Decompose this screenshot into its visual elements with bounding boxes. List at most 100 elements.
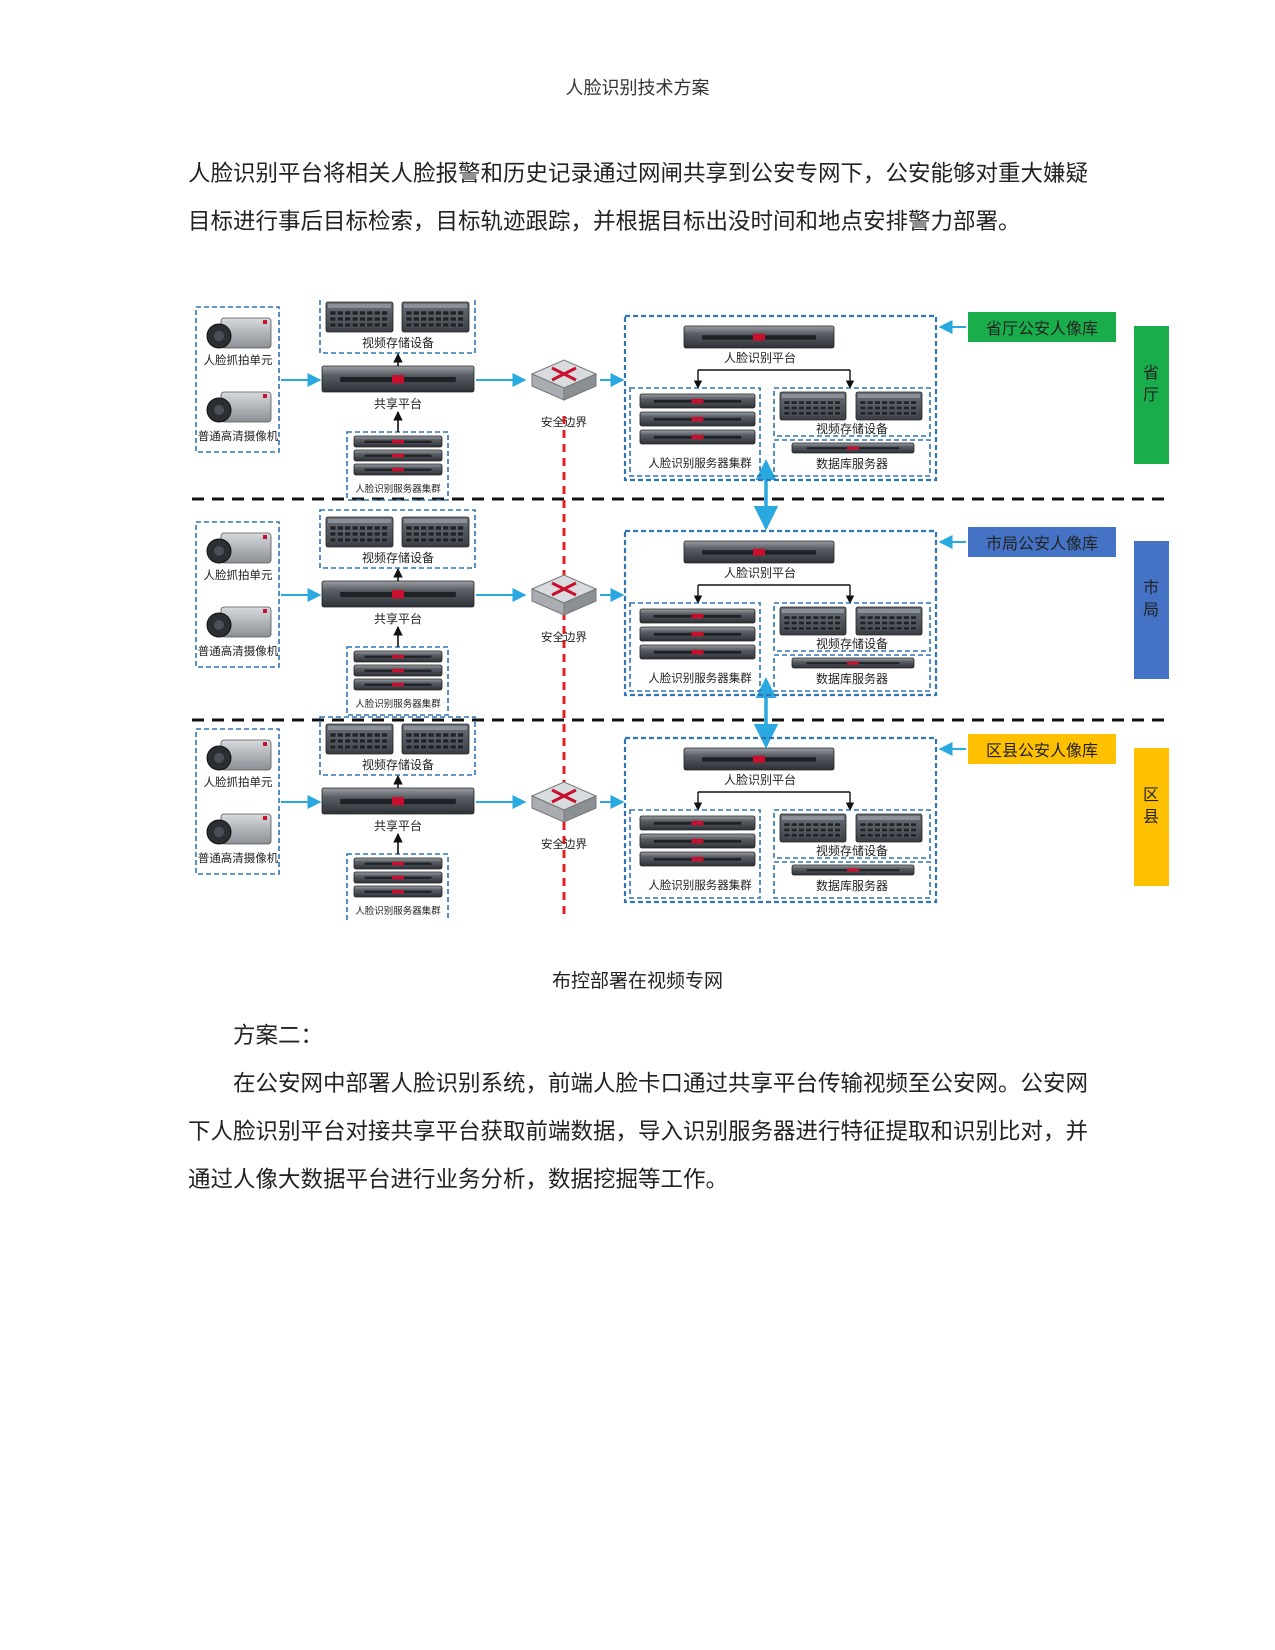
portrait-db-badge: [968, 527, 1116, 557]
firewall-icon: [530, 574, 598, 616]
storage-array-icon: [325, 516, 394, 548]
firewall-icon: [530, 359, 598, 401]
storage-label: 视频存储设备: [362, 757, 434, 772]
storage-array-icon: [855, 391, 923, 421]
share-platform-rack: [321, 787, 475, 815]
camera-icon: [206, 532, 272, 564]
storage-array-icon: [779, 391, 847, 421]
right-storage-box: [773, 809, 931, 859]
server-rack-icon: [639, 411, 756, 427]
right-storage-label: 视频存储设备: [816, 636, 888, 651]
database-label: 数据库服务器: [816, 878, 888, 893]
platform-label: 人脸识别平台: [724, 350, 796, 365]
camera-icon: [206, 739, 272, 771]
server-rack-icon: [639, 393, 756, 409]
tier-side-bar: [1134, 541, 1169, 679]
boundary-label: 安全边界: [541, 630, 587, 644]
tier-3: 人脸抓拍单元普通高清摄像机视频存储设备共享平台人脸识别服务器集群安全边界人脸识别…: [195, 716, 1169, 920]
storage-array-icon: [779, 813, 847, 843]
tier-1: 人脸抓拍单元普通高清摄像机视频存储设备共享平台人脸识别服务器集群安全边界人脸识别…: [195, 300, 1169, 501]
platform-group-box: [623, 314, 938, 482]
server-rack-icon: [353, 435, 443, 448]
platform-group-box: [623, 736, 938, 904]
cluster-label: 人脸识别服务器集群: [355, 483, 441, 495]
storage-array-icon: [855, 606, 923, 636]
portrait-db-label: 市局公安人像库: [986, 534, 1098, 553]
right-cluster-label: 人脸识别服务器集群: [648, 878, 752, 892]
cluster-label: 人脸识别服务器集群: [355, 905, 441, 917]
storage-box: [319, 300, 476, 354]
camera-2-label: 普通高清摄像机: [198, 644, 279, 658]
portrait-db-badge: [968, 312, 1116, 342]
camera-icon: [206, 813, 272, 845]
database-server-rack: [791, 442, 915, 454]
boundary-label: 安全边界: [541, 837, 587, 851]
server-rack-icon: [639, 626, 756, 642]
storage-array-icon: [779, 606, 847, 636]
tier-side-label-1: 区: [1143, 785, 1159, 804]
camera-group-box: [195, 728, 280, 875]
recognition-platform-rack: [683, 540, 835, 564]
firewall-icon: [530, 781, 598, 823]
right-cluster-label: 人脸识别服务器集群: [648, 456, 752, 470]
server-rack-icon: [353, 449, 443, 462]
tier-side-bar: [1134, 326, 1169, 464]
database-server-rack: [791, 864, 915, 876]
camera-1-label: 人脸抓拍单元: [204, 568, 273, 582]
deployment-diagram: 人脸抓拍单元普通高清摄像机视频存储设备共享平台人脸识别服务器集群安全边界人脸识别…: [192, 300, 1172, 920]
server-rack-icon: [639, 608, 756, 624]
portrait-db-badge: [968, 734, 1116, 764]
storage-array-icon: [325, 301, 394, 333]
tier-side-label-2: 厅: [1143, 385, 1159, 404]
page-header: 人脸识别技术方案: [565, 78, 710, 99]
storage-array-icon: [325, 723, 394, 755]
storage-array-icon: [401, 516, 470, 548]
share-platform-label: 共享平台: [374, 818, 422, 833]
storage-array-icon: [855, 813, 923, 843]
recognition-platform-rack: [683, 325, 835, 349]
server-rack-icon: [353, 885, 443, 898]
database-server-rack: [791, 657, 915, 669]
camera-2-label: 普通高清摄像机: [198, 851, 279, 865]
cluster-label: 人脸识别服务器集群: [355, 698, 441, 710]
right-storage-box: [773, 602, 931, 652]
recognition-platform-rack: [683, 747, 835, 771]
camera-icon: [206, 391, 272, 423]
server-rack-icon: [353, 650, 443, 663]
storage-label: 视频存储设备: [362, 550, 434, 565]
camera-1-label: 人脸抓拍单元: [204, 353, 273, 367]
portrait-db-label: 省厅公安人像库: [986, 319, 1098, 338]
server-rack-icon: [639, 851, 756, 867]
storage-label: 视频存储设备: [362, 335, 434, 350]
share-platform-label: 共享平台: [374, 396, 422, 411]
storage-box: [319, 716, 476, 776]
camera-icon: [206, 317, 272, 349]
camera-group-box: [195, 306, 280, 453]
storage-array-icon: [401, 301, 470, 333]
boundary-label: 安全边界: [541, 415, 587, 429]
tier-side-bar: [1134, 748, 1169, 886]
tier-side-label-2: 局: [1143, 600, 1159, 619]
tier-2: 人脸抓拍单元普通高清摄像机视频存储设备共享平台人脸识别服务器集群安全边界人脸识别…: [195, 509, 1169, 716]
database-label: 数据库服务器: [816, 671, 888, 686]
right-storage-box: [773, 387, 931, 437]
storage-array-icon: [401, 723, 470, 755]
server-rack-icon: [353, 857, 443, 870]
platform-label: 人脸识别平台: [724, 772, 796, 787]
tier-side-label-2: 县: [1143, 807, 1159, 826]
camera-2-label: 普通高清摄像机: [198, 429, 279, 443]
camera-icon: [206, 606, 272, 638]
share-platform-label: 共享平台: [374, 611, 422, 626]
paragraph-intro: 人脸识别平台将相关人脸报警和历史记录通过网闸共享到公安专网下，公安能够对重大嫌疑…: [188, 161, 1089, 235]
share-platform-rack: [321, 580, 475, 608]
server-rack-icon: [639, 833, 756, 849]
server-rack-icon: [639, 644, 756, 660]
server-rack-icon: [353, 664, 443, 677]
server-rack-icon: [639, 429, 756, 445]
camera-1-label: 人脸抓拍单元: [204, 775, 273, 789]
database-label: 数据库服务器: [816, 456, 888, 471]
server-rack-icon: [353, 678, 443, 691]
right-cluster-box: [629, 602, 761, 692]
platform-label: 人脸识别平台: [724, 565, 796, 580]
right-cluster-box: [629, 387, 761, 477]
